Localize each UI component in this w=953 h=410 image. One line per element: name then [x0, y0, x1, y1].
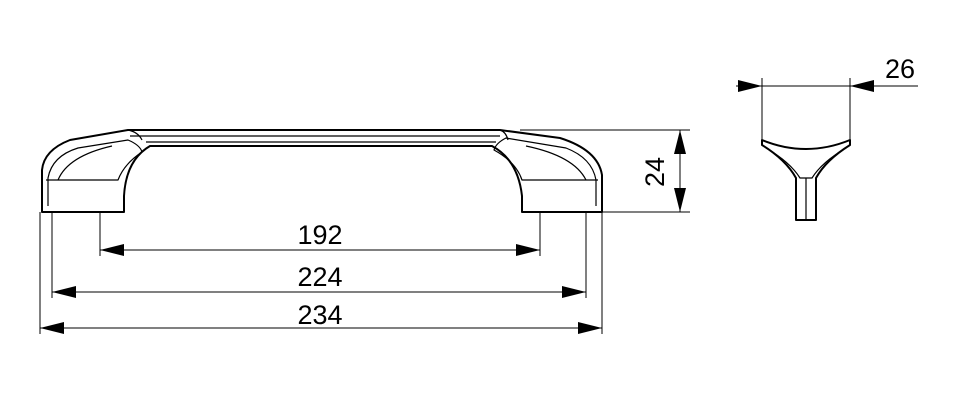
dimension-hole-spacing: 192	[100, 220, 540, 256]
width-label: 26	[885, 54, 915, 84]
handle-right-corner	[499, 129, 509, 141]
dimension-height: 24	[640, 130, 686, 212]
handle-front-view	[41, 129, 603, 213]
handle-left-corner	[127, 129, 143, 141]
extension-lines	[39, 78, 851, 334]
handle-left-foot-edge	[57, 145, 113, 181]
dimension-overall-length: 234	[40, 300, 602, 334]
side-profile-outline	[761, 139, 851, 221]
handle-outline	[41, 129, 603, 213]
inner-length-label: 224	[297, 262, 342, 292]
handle-right-foot-edge	[525, 145, 587, 181]
dimension-inner-length: 224	[52, 262, 586, 298]
height-label: 24	[640, 157, 670, 187]
handle-side-view	[761, 139, 851, 221]
handle-right-foot-detail	[493, 137, 598, 206]
overall-length-label: 234	[297, 300, 342, 330]
handle-left-foot-detail	[46, 139, 143, 206]
dimension-width: 26	[736, 54, 918, 92]
side-profile-inner	[765, 147, 847, 179]
hole-spacing-label: 192	[297, 220, 342, 250]
